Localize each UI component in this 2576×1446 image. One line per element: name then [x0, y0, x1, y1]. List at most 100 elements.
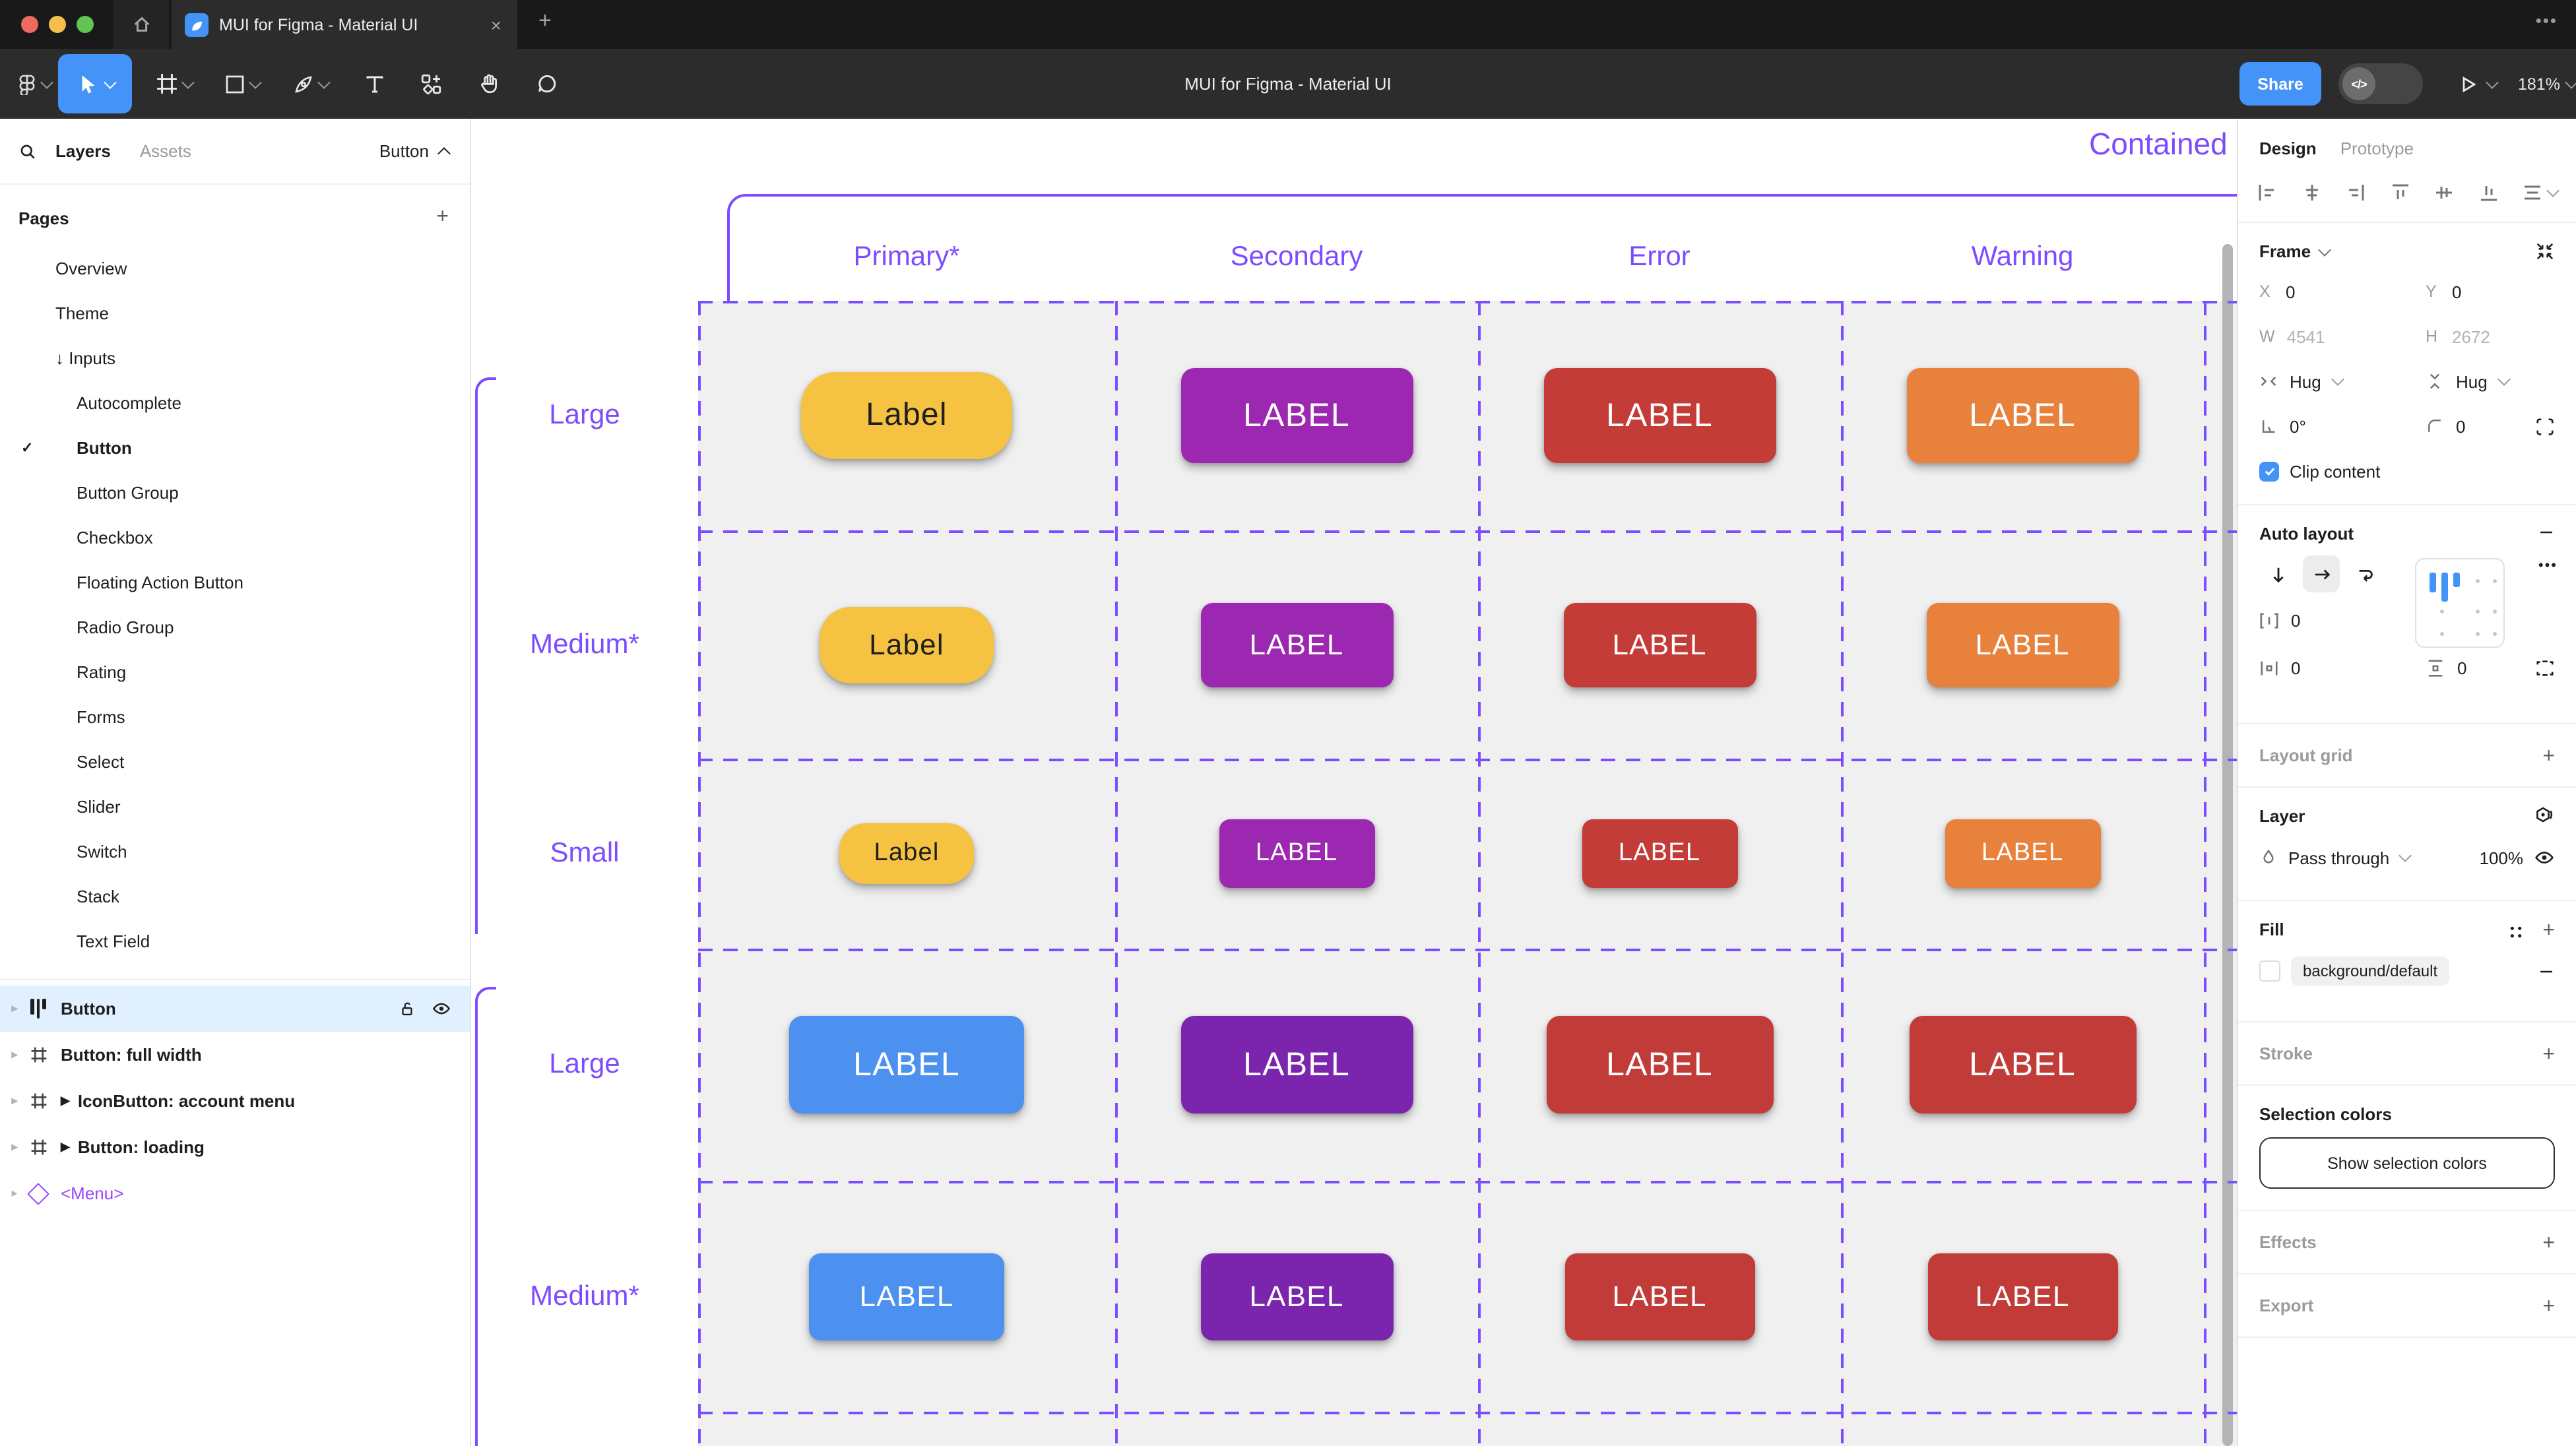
main-menu-button[interactable]	[16, 49, 53, 119]
search-icon[interactable]	[18, 142, 37, 160]
canvas-button[interactable]: LABEL	[1180, 368, 1413, 463]
zoom-window-button[interactable]	[77, 16, 94, 33]
canvas-button[interactable]: LABEL	[1906, 368, 2139, 463]
fill-color-swatch[interactable]	[2259, 960, 2280, 982]
canvas-button[interactable]: LABEL	[1582, 819, 1737, 888]
align-right-icon[interactable]	[2345, 182, 2366, 203]
width-field[interactable]: W 4541	[2259, 327, 2415, 346]
text-tool-button[interactable]	[364, 49, 385, 119]
zoom-menu-button[interactable]: 181%	[2518, 49, 2576, 119]
sidebar-page-item[interactable]: Floating Action Button	[0, 559, 470, 604]
canvas-button[interactable]: LABEL	[1927, 1253, 2117, 1340]
canvas-button[interactable]: LABEL	[1200, 602, 1393, 687]
clip-content-checkbox[interactable]	[2259, 461, 2279, 481]
add-export-button[interactable]: +	[2542, 1296, 2555, 1318]
alignment-box[interactable]	[2415, 558, 2505, 648]
move-tool-button[interactable]	[58, 54, 132, 113]
expand-triangle-icon[interactable]: ▶	[61, 1140, 70, 1153]
sidebar-page-item[interactable]: Theme	[0, 290, 470, 335]
close-window-button[interactable]	[21, 16, 38, 33]
disclosure-icon[interactable]: ▸	[11, 1186, 18, 1199]
gap-field[interactable]: 0	[2259, 610, 2415, 630]
auto-layout-vertical-button[interactable]	[2259, 555, 2296, 592]
opacity-value[interactable]: 100%	[2479, 848, 2524, 867]
add-stroke-button[interactable]: +	[2542, 1044, 2555, 1066]
canvas-scrollbar[interactable]	[2222, 244, 2233, 1446]
add-page-button[interactable]: +	[436, 206, 449, 228]
y-position-field[interactable]: Y 0	[2426, 282, 2576, 301]
distribute-menu-button[interactable]	[2522, 182, 2560, 203]
unlock-icon[interactable]	[399, 1000, 416, 1017]
sidebar-page-item[interactable]: Checkbox	[0, 515, 470, 559]
canvas-button[interactable]: Label	[839, 823, 974, 884]
sidebar-page-item[interactable]: ↓ Inputs	[0, 335, 470, 380]
canvas-button[interactable]: LABEL	[1926, 602, 2119, 687]
rotation-field[interactable]: 0°	[2259, 416, 2415, 436]
canvas-button[interactable]: LABEL	[1563, 602, 1756, 687]
canvas-button[interactable]: LABEL	[789, 1016, 1024, 1114]
corner-radius-field[interactable]: 0	[2426, 416, 2576, 436]
collapse-icon[interactable]	[2535, 241, 2555, 261]
auto-layout-more-button[interactable]: •••	[2538, 558, 2558, 574]
sidebar-page-item[interactable]: Forms	[0, 694, 470, 739]
canvas-button[interactable]: LABEL	[1200, 1253, 1393, 1340]
visible-eye-icon[interactable]	[432, 999, 451, 1019]
canvas-button[interactable]: LABEL	[809, 1253, 1004, 1340]
sidebar-page-item[interactable]: Overview	[0, 245, 470, 290]
present-button[interactable]	[2457, 49, 2499, 119]
window-overflow-icon[interactable]: •••	[2535, 11, 2558, 30]
canvas-button[interactable]: Label	[820, 606, 994, 683]
x-position-field[interactable]: X 0	[2259, 282, 2415, 301]
tab-assets[interactable]: Assets	[139, 141, 191, 161]
home-tab-button[interactable]	[113, 0, 169, 49]
document-title[interactable]: MUI for Figma - Material UI	[1184, 74, 1392, 94]
layer-row[interactable]: ▸Button: full width	[0, 1032, 470, 1078]
align-horizontal-center-icon[interactable]	[2301, 182, 2322, 203]
tab-prototype[interactable]: Prototype	[2340, 139, 2414, 158]
dev-mode-toggle[interactable]: </>	[2338, 63, 2423, 104]
sidebar-page-item[interactable]: Slider	[0, 784, 470, 829]
layer-row[interactable]: ▸<Menu>	[0, 1170, 470, 1216]
canvas-button[interactable]: LABEL	[1909, 1016, 2136, 1114]
canvas-button[interactable]: LABEL	[1543, 368, 1776, 463]
layer-row[interactable]: ▸▶IconButton: account menu	[0, 1078, 470, 1124]
tab-layers[interactable]: Layers	[55, 141, 111, 161]
sidebar-page-item[interactable]: Select	[0, 739, 470, 784]
comment-tool-button[interactable]	[536, 49, 558, 119]
shape-tool-button[interactable]	[224, 49, 262, 119]
layer-row[interactable]: ▸▶Button: loading	[0, 1124, 470, 1170]
layer-row[interactable]: ▸Button	[0, 986, 470, 1032]
visibility-eye-icon[interactable]	[2534, 847, 2555, 868]
new-tab-button[interactable]: +	[538, 8, 552, 33]
show-selection-colors-button[interactable]: Show selection colors	[2259, 1137, 2555, 1189]
expand-triangle-icon[interactable]: ▶	[61, 1094, 70, 1107]
sidebar-page-item[interactable]: Text Field	[0, 918, 470, 963]
minimize-window-button[interactable]	[49, 16, 66, 33]
add-effect-button[interactable]: +	[2542, 1232, 2555, 1255]
frame-tool-button[interactable]	[156, 49, 195, 119]
disclosure-icon[interactable]: ▸	[11, 1094, 18, 1107]
canvas-button[interactable]: LABEL	[1219, 819, 1374, 888]
canvas-button[interactable]: LABEL	[1180, 1016, 1413, 1114]
sidebar-page-item[interactable]: Rating	[0, 649, 470, 694]
height-field[interactable]: H 2672	[2426, 327, 2576, 346]
independent-corners-icon[interactable]	[2535, 416, 2555, 436]
file-tab[interactable]: MUI for Figma - Material UI ×	[172, 0, 517, 49]
align-top-icon[interactable]	[2389, 182, 2410, 203]
frame-title[interactable]: Contained	[2089, 127, 2228, 161]
page-selector[interactable]: Button	[379, 141, 451, 161]
sidebar-page-item[interactable]: Stack	[0, 873, 470, 918]
tab-design[interactable]: Design	[2259, 139, 2317, 158]
styles-icon[interactable]	[2507, 923, 2524, 940]
vertical-resizing-select[interactable]: Hug	[2426, 371, 2576, 391]
disclosure-icon[interactable]: ▸	[11, 1140, 18, 1153]
pen-tool-button[interactable]	[293, 49, 331, 119]
disclosure-icon[interactable]: ▸	[11, 1048, 18, 1061]
frame-type-chevron-icon[interactable]	[2318, 243, 2331, 256]
canvas-button[interactable]: LABEL	[1546, 1016, 1773, 1114]
sidebar-page-item[interactable]: Radio Group	[0, 604, 470, 649]
align-bottom-icon[interactable]	[2478, 182, 2499, 203]
fill-token-chip[interactable]: background/default	[2291, 957, 2450, 986]
add-fill-button[interactable]: +	[2542, 920, 2555, 942]
